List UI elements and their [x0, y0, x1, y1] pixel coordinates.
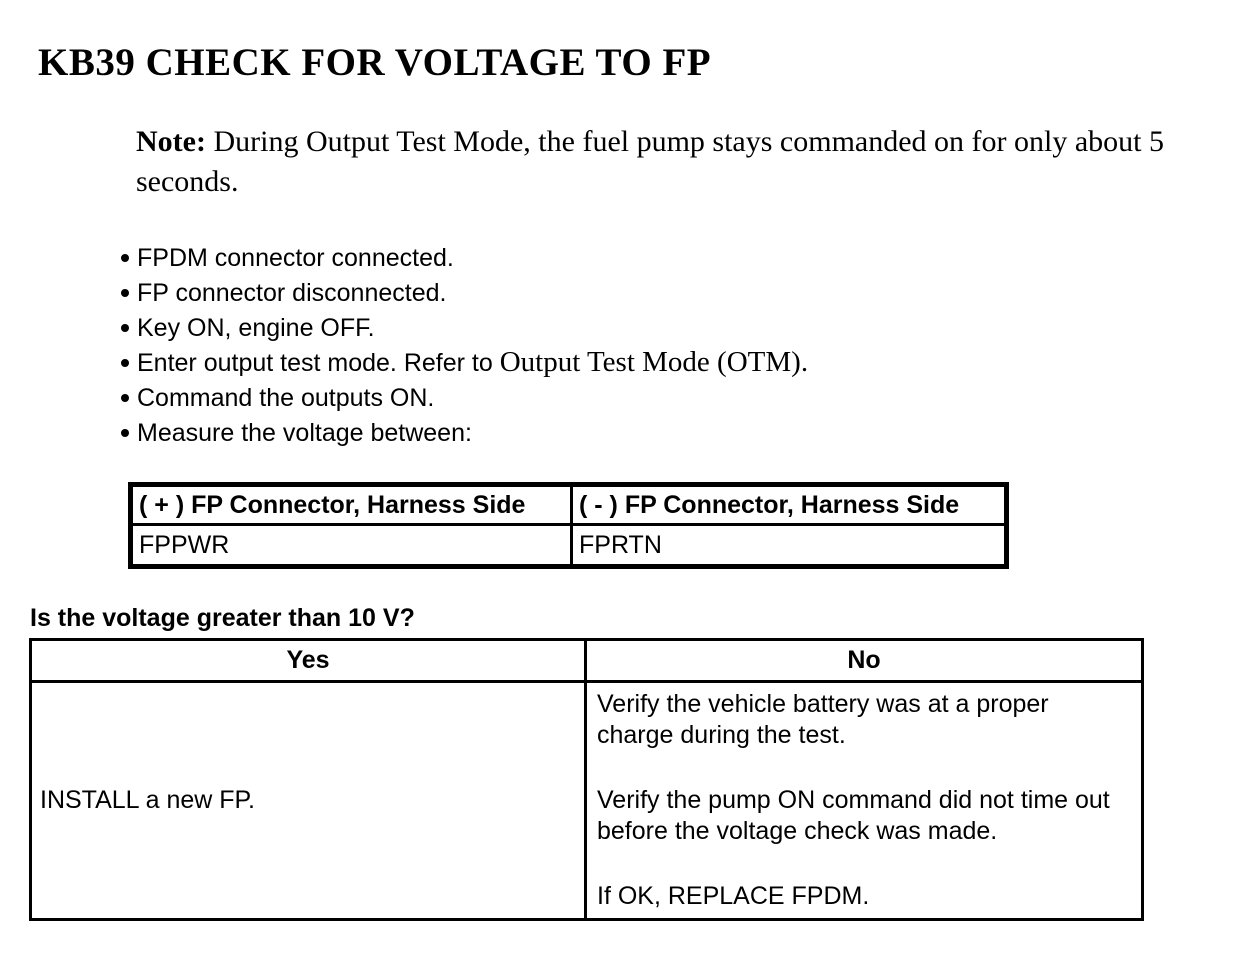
note-paragraph: Note: During Output Test Mode, the fuel … — [136, 122, 1184, 202]
measurement-cell-fprtn: FPRTN — [570, 523, 1008, 568]
note-label: Note: — [136, 125, 206, 158]
decision-table: Yes No INSTALL a new FP. Verify the vehi… — [29, 638, 1144, 921]
decision-header-no: No — [584, 638, 1144, 683]
bullet-item-fpdm-connected: FPDM connector connected. — [121, 240, 1181, 275]
otm-reference-link[interactable]: Output Test Mode (OTM) — [499, 346, 801, 378]
bullet-icon — [121, 324, 129, 332]
page-title: KB39 CHECK FOR VOLTAGE TO FP — [38, 41, 712, 84]
bullet-item-fp-disconnected: FP connector disconnected. — [121, 275, 1181, 310]
measurement-header-positive: ( + ) FP Connector, Harness Side — [129, 483, 573, 526]
bullet-icon — [121, 394, 129, 402]
table-header-row: ( + ) FP Connector, Harness Side ( - ) F… — [129, 483, 1008, 526]
decision-no-action-cell: Verify the vehicle battery was at a prop… — [584, 680, 1144, 921]
precondition-bullet-list: FPDM connector connected. FP connector d… — [121, 240, 1181, 450]
bullet-item-command-outputs: Command the outputs ON. — [121, 380, 1181, 415]
no-action-paragraph: If OK, REPLACE FPDM. — [597, 882, 870, 910]
measurement-table: ( + ) FP Connector, Harness Side ( - ) F… — [128, 482, 1009, 569]
bullet-item-measure-voltage: Measure the voltage between: — [121, 415, 1181, 450]
bullet-text-post: . — [800, 346, 809, 378]
bullet-text: Key ON, engine OFF. — [137, 314, 375, 342]
decision-header-row: Yes No — [29, 638, 1144, 683]
bullet-text: FPDM connector connected. — [137, 244, 454, 272]
bullet-text: Command the outputs ON. — [137, 384, 435, 412]
bullet-text: Enter output test mode. Refer to — [137, 349, 500, 377]
bullet-text: Measure the voltage between: — [137, 419, 472, 447]
bullet-item-key-on: Key ON, engine OFF. — [121, 310, 1181, 345]
note-text: During Output Test Mode, the fuel pump s… — [136, 125, 1165, 198]
decision-body-row: INSTALL a new FP. Verify the vehicle bat… — [29, 680, 1144, 921]
bullet-text: FP connector disconnected. — [137, 279, 447, 307]
bullet-icon — [121, 289, 129, 297]
decision-yes-action-cell: INSTALL a new FP. — [29, 680, 587, 921]
no-action-paragraph: Verify the pump ON command did not time … — [597, 786, 1110, 845]
bullet-icon — [121, 254, 129, 262]
question-text: Is the voltage greater than 10 V? — [30, 604, 415, 632]
bullet-icon — [121, 359, 129, 367]
bullet-icon — [121, 429, 129, 437]
no-action-paragraph: Verify the vehicle battery was at a prop… — [597, 690, 1049, 749]
table-row: FPPWR FPRTN — [129, 523, 1008, 568]
bullet-item-output-test-mode: Enter output test mode. Refer to Output … — [121, 345, 1181, 380]
decision-header-yes: Yes — [29, 638, 587, 683]
measurement-header-negative: ( - ) FP Connector, Harness Side — [570, 483, 1008, 526]
measurement-cell-fppwr: FPPWR — [129, 523, 573, 568]
